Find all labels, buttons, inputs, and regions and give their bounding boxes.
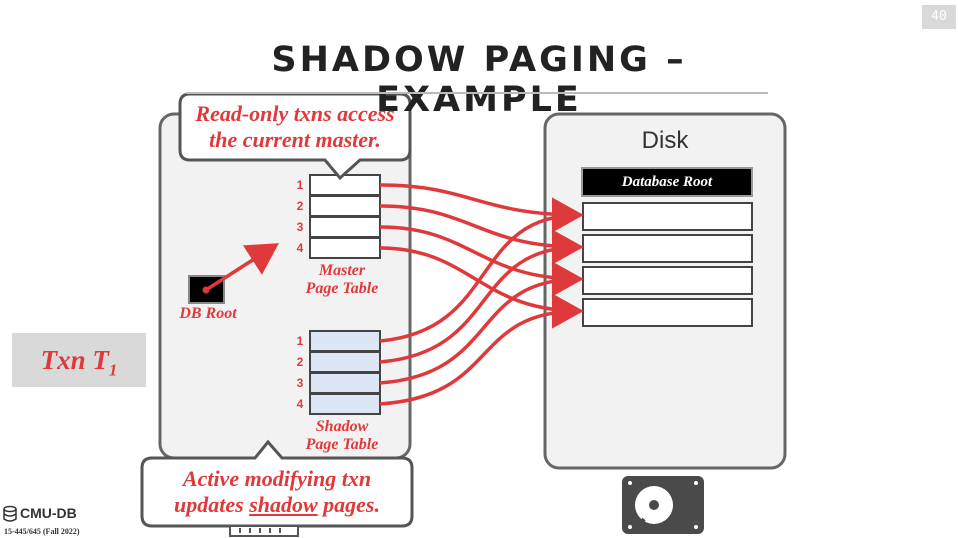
- shadow-entry-number: 1: [296, 334, 304, 348]
- bottom-callout-line-2: updates shadow pages.: [144, 492, 410, 518]
- memory-stick-edge: [229, 525, 299, 537]
- footer-course: 15-445/645 (Fall 2022): [4, 527, 80, 536]
- master-pointers: [379, 183, 584, 329]
- disk-label: Disk: [641, 127, 689, 154]
- database-logo-icon: [3, 505, 17, 522]
- master-entry-number: 3: [296, 220, 304, 234]
- txn-label: Txn T1: [12, 333, 146, 387]
- shadow-entry-number: 3: [296, 376, 304, 390]
- footer-logo-text: CMU-DB: [20, 505, 77, 521]
- disk-page: [582, 202, 753, 231]
- shadow-entry-number: 4: [296, 397, 304, 411]
- top-callout-line-1: Read-only txns access: [195, 101, 395, 126]
- master-table-label-line-2: Page Table: [305, 280, 379, 297]
- disk-page: [582, 266, 753, 295]
- master-table-label: Master Page Table: [290, 262, 394, 298]
- shadow-pointers: [379, 197, 584, 406]
- bottom-callout-text: Active modifying txn updates shadow page…: [144, 466, 410, 518]
- database-root-label: Database Root: [621, 174, 713, 190]
- shadow-page-table: [309, 330, 381, 415]
- slide-number: 40: [922, 5, 956, 29]
- page-title: SHADOW PAGING – EXAMPLE: [271, 40, 687, 120]
- disk-page: [582, 298, 753, 327]
- txn-subscript: 1: [108, 360, 118, 380]
- shadow-table-label-line-1: Shadow: [315, 418, 369, 435]
- top-callout-bubble: [178, 92, 412, 181]
- master-page-table: [309, 174, 381, 259]
- shadow-table-label: Shadow Page Table: [290, 418, 394, 454]
- top-callout-line-2: the current master.: [209, 127, 381, 152]
- txn-name: Txn T: [40, 345, 109, 375]
- disk-page: [582, 234, 753, 263]
- bottom-callout-post: pages.: [317, 492, 380, 517]
- bottom-callout-underlined: shadow: [249, 492, 318, 517]
- master-entry-number: 1: [296, 178, 304, 192]
- bottom-callout-line-1: Active modifying txn: [182, 466, 372, 491]
- hard-drive-icon: [622, 476, 704, 534]
- database-root-box: [581, 167, 753, 197]
- db-root-label: DB Root: [179, 305, 237, 322]
- bottom-callout-pre: updates: [174, 492, 250, 517]
- shadow-table-label-line-2: Page Table: [305, 436, 379, 453]
- master-table-label-line-1: Master: [318, 262, 366, 279]
- shadow-entry-number: 2: [296, 355, 304, 369]
- top-callout-text: Read-only txns access the current master…: [182, 101, 408, 153]
- title-divider: [186, 92, 768, 94]
- master-entry-number: 4: [296, 241, 304, 255]
- db-root-pointer-arrow: [205, 243, 279, 292]
- master-entry-number: 2: [296, 199, 304, 213]
- bottom-callout-bubble: [140, 439, 414, 528]
